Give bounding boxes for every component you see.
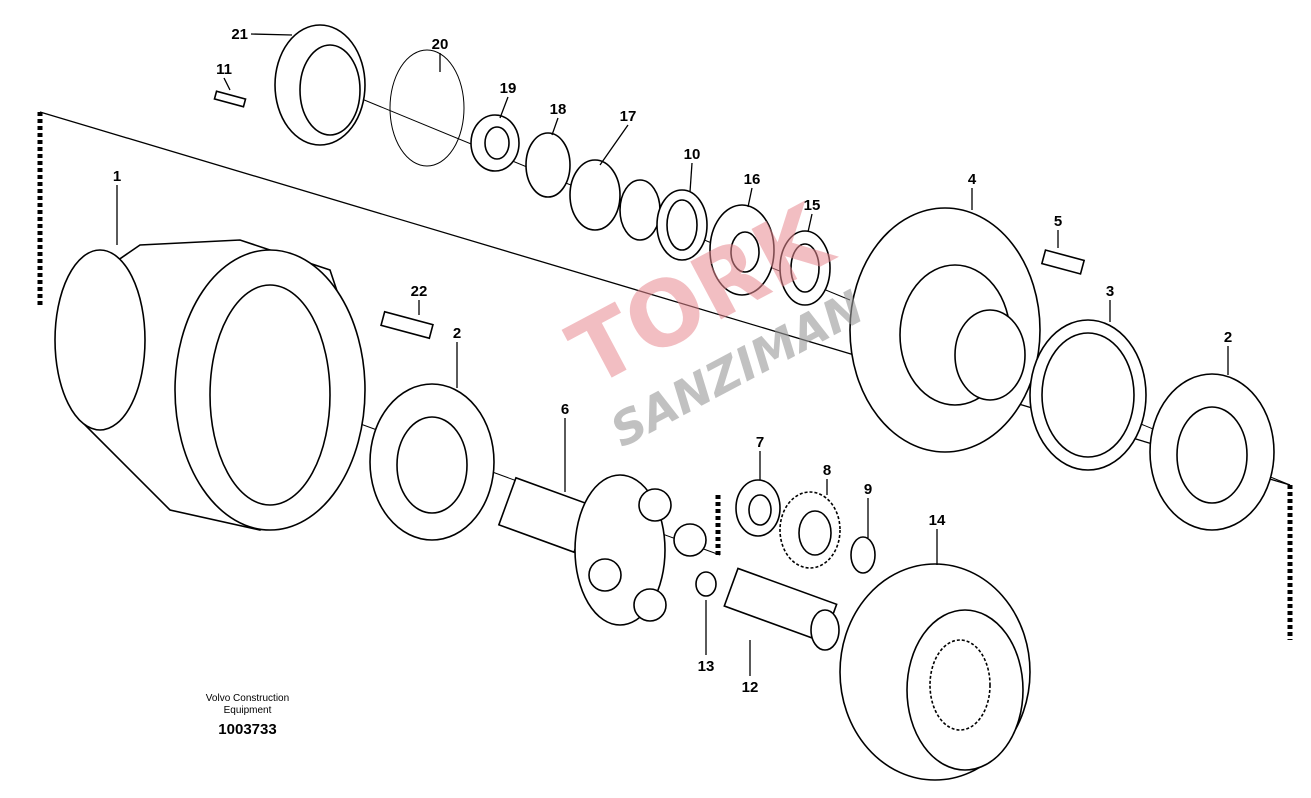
leader-line	[747, 187, 753, 208]
callout-number: 18	[550, 101, 567, 118]
callout-21: 21	[231, 26, 293, 43]
leader-line	[223, 77, 231, 91]
part-5-screw	[1040, 249, 1086, 275]
leader-line	[551, 117, 559, 136]
part-7-needle-bearing	[735, 479, 781, 537]
part-3-seal-ring	[1029, 319, 1147, 471]
callout-16: 16	[744, 171, 761, 208]
part-17-lock-plate-b	[619, 179, 661, 241]
callout-number: 13	[698, 658, 715, 675]
leader-line	[599, 124, 629, 166]
callout-20: 20	[432, 36, 449, 72]
callout-4: 4	[968, 171, 977, 210]
callout-22: 22	[411, 283, 428, 315]
callout-8: 8	[823, 462, 831, 495]
callout-9: 9	[864, 481, 872, 538]
callout-number: 9	[864, 481, 872, 498]
callout-number: 6	[561, 401, 569, 418]
part-14-planet-carrier	[839, 563, 1031, 781]
callout-number: 19	[500, 80, 517, 97]
part-1-housing	[54, 239, 366, 531]
callout-3: 3	[1106, 283, 1114, 322]
callout-18: 18	[550, 101, 567, 136]
part-18-ring	[525, 132, 571, 198]
leader-line	[250, 33, 293, 36]
callout-11: 11	[216, 61, 232, 91]
callout-2: 2	[453, 325, 461, 388]
callout-number: 8	[823, 462, 831, 479]
part-4-hub	[849, 207, 1041, 453]
document-number: 1003733	[218, 721, 277, 738]
callout-number: 1	[113, 168, 121, 185]
callout-number: 12	[742, 679, 759, 696]
part-20-o-ring	[389, 49, 465, 167]
part-13-washer	[695, 571, 717, 597]
callout-number: 17	[620, 108, 637, 125]
part-12-sun-gear	[723, 567, 840, 651]
leader-line	[689, 162, 693, 193]
part-10-washer	[656, 189, 708, 261]
callout-10: 10	[684, 146, 701, 193]
callout-number: 20	[432, 36, 449, 53]
part-11-bolt	[213, 90, 247, 108]
callout-2: 2	[1224, 329, 1232, 375]
callout-6: 6	[561, 401, 569, 492]
callout-number: 16	[744, 171, 761, 188]
callout-number: 15	[804, 197, 821, 214]
callout-number: 3	[1106, 283, 1114, 300]
callout-number: 11	[216, 61, 232, 78]
part-6-planet-carrier	[497, 474, 707, 626]
callout-19: 19	[499, 80, 517, 119]
callout-number: 21	[231, 26, 248, 43]
callout-5: 5	[1054, 213, 1062, 248]
callout-number: 4	[968, 171, 977, 188]
part-15-seal	[779, 230, 831, 306]
leader-line	[499, 96, 509, 119]
callout-7: 7	[756, 434, 764, 480]
callout-12: 12	[742, 640, 759, 696]
part-17-lock-plate	[569, 159, 621, 231]
callout-number: 7	[756, 434, 764, 451]
part-16-lock-washer	[709, 204, 775, 296]
part-21-cover	[274, 24, 366, 146]
callout-number: 14	[929, 512, 946, 529]
callout-number: 2	[1224, 329, 1232, 346]
callout-14: 14	[929, 512, 946, 565]
callout-15: 15	[804, 197, 821, 233]
part-19-nut	[470, 114, 520, 172]
part-2-bearing-right	[1149, 373, 1275, 531]
callout-number: 22	[411, 283, 428, 300]
callout-number: 5	[1054, 213, 1062, 230]
callout-17: 17	[599, 108, 637, 166]
part-22-bolt	[380, 310, 434, 340]
callout-number: 10	[684, 146, 701, 163]
callout-1: 1	[113, 168, 121, 245]
manufacturer-caption: Volvo Construction Equipment	[205, 693, 290, 716]
callout-13: 13	[698, 600, 715, 675]
callout-number: 2	[453, 325, 461, 342]
part-9-circlip	[850, 536, 876, 574]
part-2-bearing-left	[369, 383, 495, 541]
part-8-planet-gear	[779, 491, 841, 569]
leader-line	[807, 213, 813, 233]
